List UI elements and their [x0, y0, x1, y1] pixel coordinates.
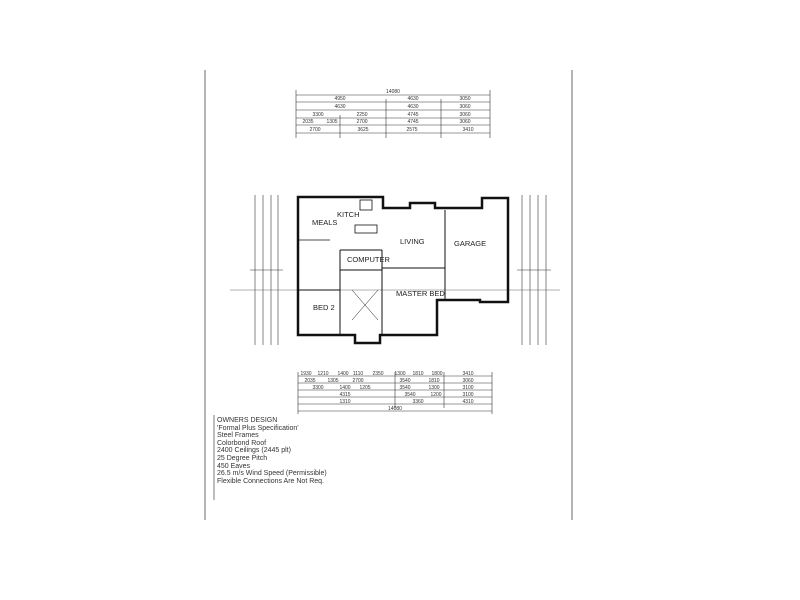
- room-label-computer: COMPUTER: [347, 255, 391, 264]
- top-dim: 2700: [309, 127, 320, 133]
- top-dim: 4630: [407, 104, 418, 110]
- room-label-living: LIVING: [400, 237, 425, 246]
- note-line: 26.5 m/s Wind Speed (Permissible): [217, 470, 327, 478]
- bottom-dim: 2035: [304, 378, 315, 384]
- bottom-dim-overall: 14080: [388, 406, 402, 412]
- bottom-dim: 3060: [462, 378, 473, 384]
- top-dim: 3060: [459, 112, 470, 118]
- note-line: 450 Eaves: [217, 462, 251, 470]
- bottom-dim: 4310: [462, 399, 473, 405]
- bottom-dim: 3300: [312, 385, 323, 391]
- house-walls: [296, 195, 510, 345]
- note-line: 2400 Ceilings (2445 plt): [217, 447, 291, 455]
- top-dim: 4630: [334, 104, 345, 110]
- bottom-dim: 1200: [430, 392, 441, 398]
- bottom-dim: 1110: [353, 371, 364, 377]
- bottom-dim: 1810: [412, 371, 423, 377]
- bottom-dim: 1305: [327, 378, 338, 384]
- note-line: 'Formal Plus Specification': [217, 424, 299, 432]
- bottom-dim: 1400: [337, 371, 348, 377]
- bottom-dim: 1300: [394, 371, 405, 377]
- top-dimension-strings: [295, 90, 491, 138]
- bottom-dim: 1205: [359, 385, 370, 391]
- room-label-bed2: BED 2: [313, 303, 335, 312]
- top-dim: 3060: [459, 104, 470, 110]
- bottom-dim: 1300: [428, 385, 439, 391]
- bottom-dim: 1810: [428, 378, 439, 384]
- bottom-dim: 1800: [431, 371, 442, 377]
- bottom-dim: 4315: [339, 392, 350, 398]
- room-label-garage: GARAGE: [454, 239, 486, 248]
- top-dim: 3410: [462, 127, 473, 133]
- bottom-dim: 1210: [317, 371, 328, 377]
- side-dimension-strings: [250, 195, 551, 345]
- bottom-dim: 3360: [412, 399, 423, 405]
- note-line: Steel Frames: [217, 432, 259, 440]
- top-dim: 4745: [407, 119, 418, 125]
- top-dim: 3050: [459, 96, 470, 102]
- top-dim-overall: 14080: [386, 89, 400, 95]
- top-dim: 4630: [407, 96, 418, 102]
- bottom-dimension-strings: [297, 372, 493, 414]
- top-dim: 1305: [326, 119, 337, 125]
- room-label-master-bed: MASTER BED: [396, 289, 445, 298]
- room-label-meals: MEALS: [312, 218, 337, 227]
- bottom-dim: 1930: [300, 371, 311, 377]
- room-label-kitchen: KITCH: [337, 210, 360, 219]
- note-line: OWNERS DESIGN: [217, 417, 278, 424]
- note-line: Flexible Connections Are Not Req.: [217, 477, 324, 485]
- top-dim: 3300: [312, 112, 323, 118]
- top-dim: 3625: [357, 127, 368, 133]
- top-dim: 4745: [407, 112, 418, 118]
- top-dim: 2250: [356, 112, 367, 118]
- top-dim: 2700: [356, 119, 367, 125]
- bottom-dim: 3540: [404, 392, 415, 398]
- top-dim: 2575: [406, 127, 417, 133]
- bottom-dim: 1400: [339, 385, 350, 391]
- bottom-dim: 3100: [462, 392, 473, 398]
- top-dim: 3060: [459, 119, 470, 125]
- top-dim: 4950: [334, 96, 345, 102]
- note-line: Colorbond Roof: [217, 439, 267, 447]
- bottom-dim: 2700: [352, 378, 363, 384]
- bottom-dim: 2350: [372, 371, 383, 377]
- note-line: 25 Degree Pitch: [217, 454, 268, 462]
- bottom-dim: 3540: [399, 378, 410, 384]
- bottom-dim: 3540: [399, 385, 410, 391]
- top-dim: 2035: [302, 119, 313, 125]
- bottom-dim: 3100: [462, 385, 473, 391]
- specification-notes: OWNERS DESIGN 'Formal Plus Specification…: [217, 417, 327, 485]
- bottom-dim: 3410: [462, 371, 473, 377]
- bottom-dim: 1310: [339, 399, 350, 405]
